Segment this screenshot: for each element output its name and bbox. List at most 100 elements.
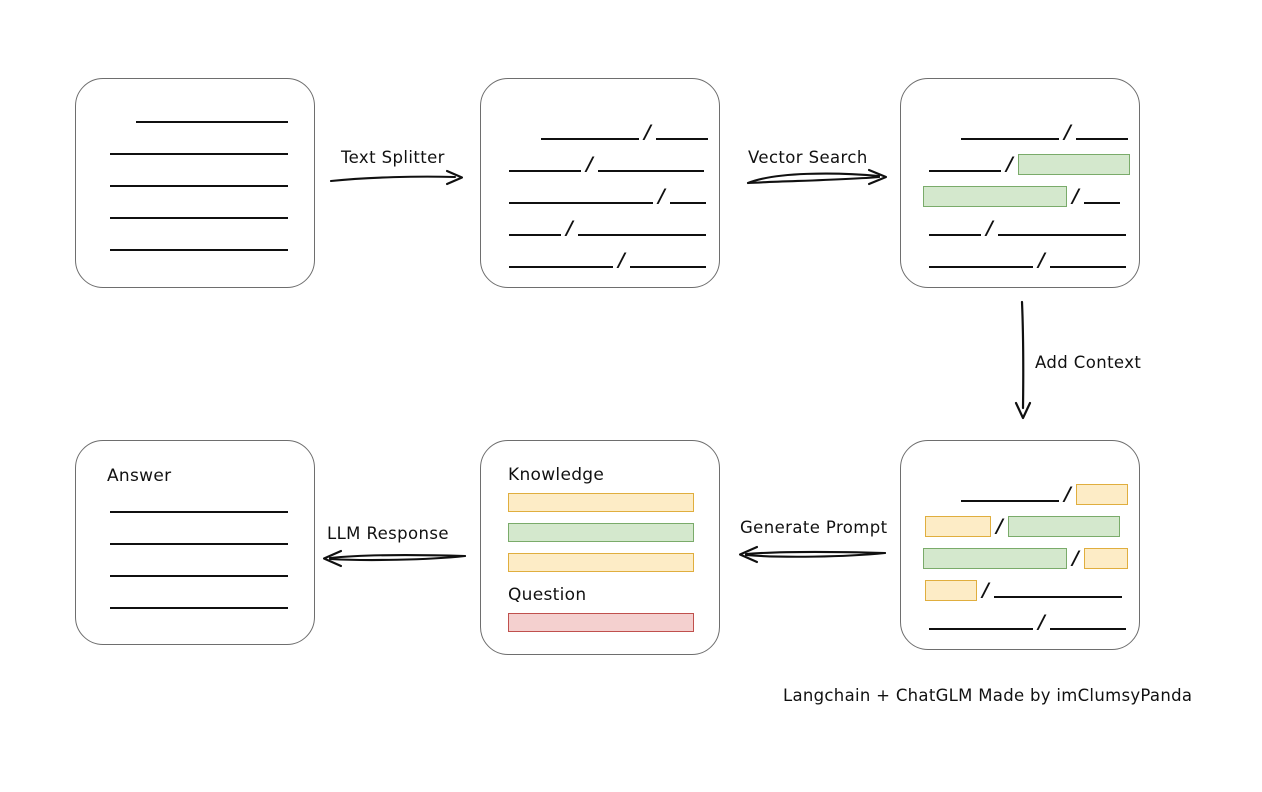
slash-separator: / <box>982 579 989 601</box>
document-line <box>110 511 288 513</box>
llm-response-arrow <box>322 549 467 568</box>
vector-search-arrow <box>746 168 888 186</box>
text-segment <box>1075 138 1128 140</box>
text-segment <box>541 138 639 140</box>
segment-row: / <box>923 545 1128 569</box>
text-segment <box>929 266 1033 268</box>
text-segment <box>1049 266 1126 268</box>
segment-row: / <box>929 215 1126 239</box>
arrow-label-llm-response: LLM Response <box>327 524 449 543</box>
question-label: Question <box>508 585 587 605</box>
source-document-card[interactable] <box>75 78 315 288</box>
answer-card[interactable]: Answer <box>75 440 315 645</box>
knowledge-label: Knowledge <box>508 465 605 485</box>
segment-row: / <box>509 183 706 207</box>
text-segment <box>993 596 1122 598</box>
slash-separator: / <box>1072 547 1079 569</box>
answer-title: Answer <box>107 466 172 486</box>
text-segment <box>509 170 581 172</box>
question-bars <box>481 441 719 654</box>
segment-row: / <box>509 215 706 239</box>
arrow-label-vector-search: Vector Search <box>748 148 868 167</box>
text-segment <box>961 500 1059 502</box>
add-context-arrow <box>1014 300 1032 420</box>
retrieved-document-card[interactable]: / / / / / <box>900 78 1140 288</box>
segment-row: / <box>509 247 706 271</box>
segment-row: / <box>925 577 1122 601</box>
answer-lines <box>76 441 314 644</box>
document-line <box>110 153 288 155</box>
segment-row: / <box>929 151 1130 175</box>
slash-separator: / <box>618 249 625 271</box>
segment-row: / <box>925 513 1120 537</box>
text-splitter-arrow <box>329 169 464 186</box>
source-document-lines <box>76 79 314 287</box>
text-segment <box>669 202 706 204</box>
text-segment <box>1049 628 1126 630</box>
text-segment <box>629 266 706 268</box>
arrow-label-generate-prompt: Generate Prompt <box>740 518 888 537</box>
document-line <box>110 607 288 609</box>
text-segment <box>1083 202 1120 204</box>
segment-row: / <box>509 151 704 175</box>
slash-separator: / <box>996 515 1003 537</box>
knowledge-bars <box>481 441 719 654</box>
arrow-label-text-splitter: Text Splitter <box>341 148 445 167</box>
text-segment <box>929 628 1033 630</box>
split-document-card[interactable]: / / / / / <box>480 78 720 288</box>
text-segment <box>577 234 706 236</box>
question-bar-red <box>508 613 694 632</box>
knowledge-bar-yellow <box>508 493 694 512</box>
segment-row: / <box>961 481 1128 505</box>
document-line <box>136 121 288 123</box>
slash-separator: / <box>1064 121 1071 143</box>
highlight-chip-yellow <box>1075 484 1128 505</box>
slash-separator: / <box>1038 611 1045 633</box>
knowledge-bar-green <box>508 523 694 542</box>
text-segment <box>961 138 1059 140</box>
text-segment <box>597 170 704 172</box>
text-segment <box>929 234 981 236</box>
slash-separator: / <box>1064 483 1071 505</box>
slash-separator: / <box>1006 153 1013 175</box>
retrieved-document-rows: / / / / / <box>901 79 1139 287</box>
segment-row: / <box>961 119 1128 143</box>
highlight-chip-green <box>1017 154 1130 175</box>
highlight-chip-green <box>1007 516 1120 537</box>
segment-row: / <box>929 609 1126 633</box>
highlight-chip-yellow <box>925 580 977 601</box>
segment-row: / <box>929 247 1126 271</box>
slash-separator: / <box>644 121 651 143</box>
document-line <box>110 217 288 219</box>
text-segment <box>655 138 708 140</box>
slash-separator: / <box>566 217 573 239</box>
highlight-chip-yellow <box>1083 548 1128 569</box>
document-line <box>110 575 288 577</box>
slash-separator: / <box>1038 249 1045 271</box>
prompt-card[interactable]: Knowledge Question <box>480 440 720 655</box>
text-segment <box>509 234 561 236</box>
highlight-chip-green <box>923 186 1067 207</box>
footer-credit: Langchain + ChatGLM Made by imClumsyPand… <box>783 686 1193 705</box>
text-segment <box>509 266 613 268</box>
split-document-rows: / / / / / <box>481 79 719 287</box>
context-document-rows: / / / / / <box>901 441 1139 649</box>
generate-prompt-arrow <box>738 545 887 564</box>
text-segment <box>929 170 1001 172</box>
slash-separator: / <box>986 217 993 239</box>
document-line <box>110 185 288 187</box>
slash-separator: / <box>586 153 593 175</box>
knowledge-bar-yellow <box>508 553 694 572</box>
document-line <box>110 249 288 251</box>
segment-row: / <box>923 183 1120 207</box>
segment-row: / <box>541 119 708 143</box>
highlight-chip-green <box>923 548 1067 569</box>
slash-separator: / <box>1072 185 1079 207</box>
slash-separator: / <box>658 185 665 207</box>
context-document-card[interactable]: / / / / / <box>900 440 1140 650</box>
text-segment <box>997 234 1126 236</box>
arrow-label-add-context: Add Context <box>1035 353 1142 372</box>
document-line <box>110 543 288 545</box>
text-segment <box>509 202 653 204</box>
